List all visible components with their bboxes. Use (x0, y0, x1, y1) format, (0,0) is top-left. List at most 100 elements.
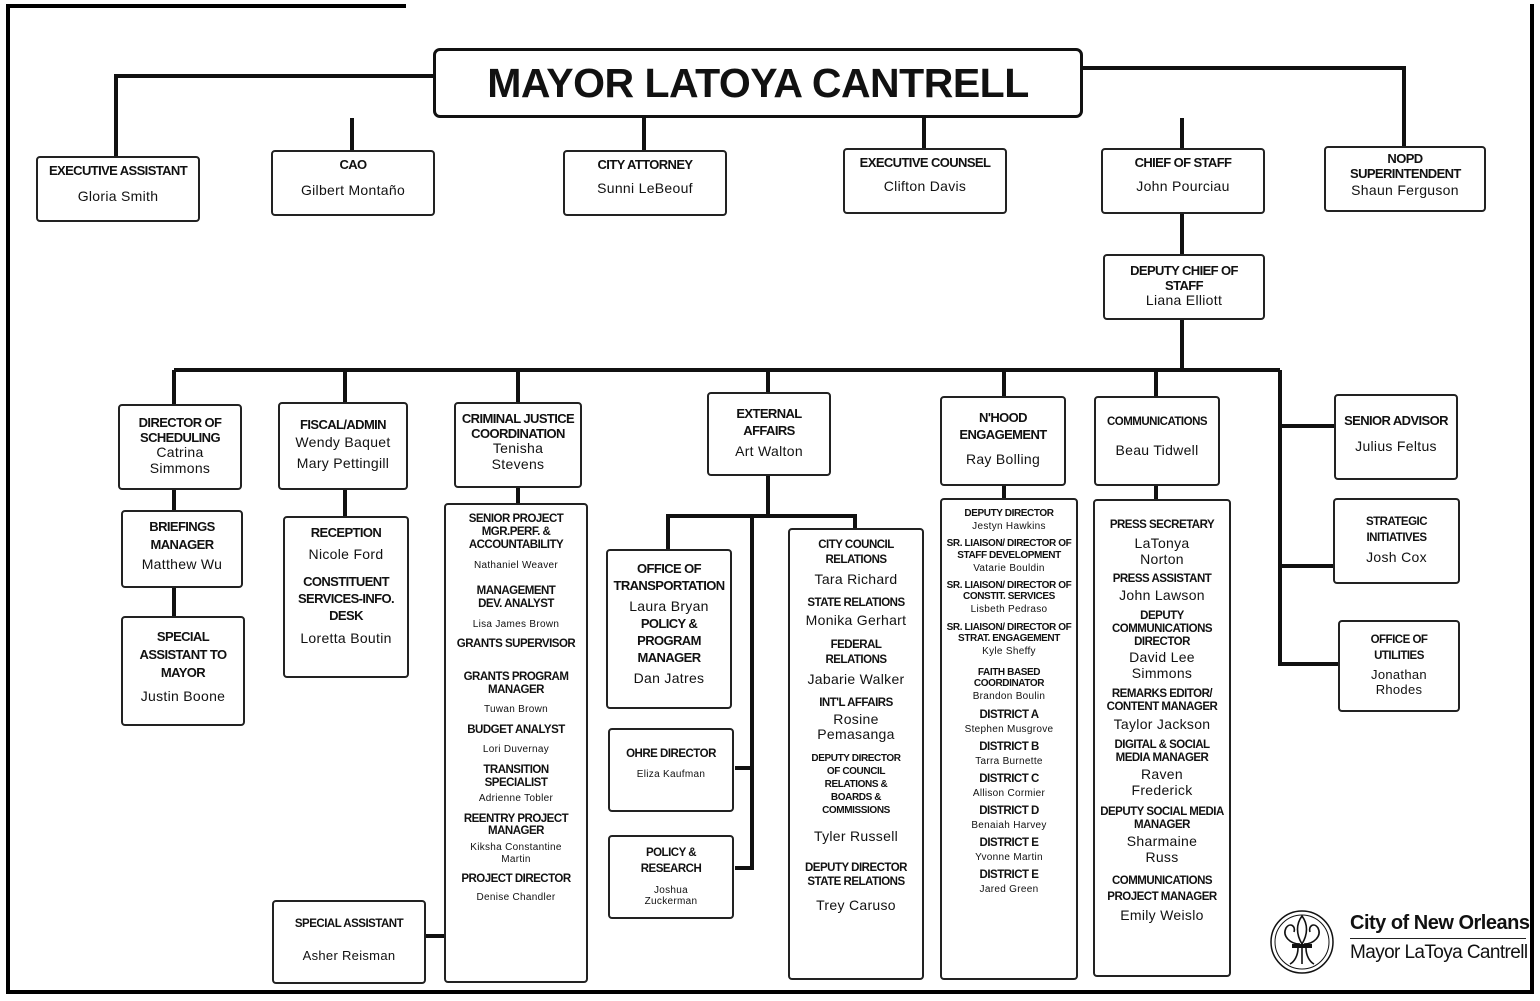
staff-name: Monika Gerhart (805, 612, 907, 629)
staff-title: MANAGEMENT DEV. ANALYST (476, 584, 556, 610)
logo-line1: City of New Orleans (1350, 912, 1530, 934)
box-title: OFFICE OF UTILITIES (1370, 634, 1428, 663)
box-title: CITY ATTORNEY (597, 157, 693, 172)
box-name: Gilbert Montaño (300, 181, 406, 198)
cao-box: CAO Gilbert Montaño (271, 150, 435, 216)
staff-name: Sharmaine Russ (1126, 833, 1198, 865)
staff-name: LaTonya Norton (1134, 534, 1190, 567)
box-title: EXECUTIVE COUNSEL (859, 155, 991, 170)
staff-name: David Lee Simmons (1129, 649, 1195, 682)
staff-title: DISTRICT A (979, 708, 1039, 721)
staff-title: DISTRICT E (979, 836, 1039, 849)
box-title: SENIOR ADVISOR (1344, 413, 1448, 428)
staff-name: Vatarie Bouldin (973, 562, 1045, 574)
box-title: DIRECTOR OF SCHEDULING (138, 415, 222, 445)
executive-assistant-box: EXECUTIVE ASSISTANT Gloria Smith (36, 156, 200, 222)
staff-name: Rosine Pemasanga (817, 710, 895, 743)
staff-title: DISTRICT B (979, 740, 1039, 753)
staff-name: Lisa James Brown (472, 618, 560, 630)
box-name: Shaun Ferguson (1351, 182, 1459, 199)
external-affairs-box: EXTERNAL AFFAIRS Art Walton (707, 392, 831, 476)
box-name: Clifton Davis (883, 177, 967, 194)
staff-title: SR. LIAISON/ DIRECTOR OF STAFF DEVELOPME… (946, 538, 1072, 561)
staff-name: Jabarie Walker (807, 670, 905, 687)
staff-name: Tuwan Brown (483, 704, 549, 716)
nopd-superintendent-box: NOPD SUPERINTENDENT Shaun Ferguson (1324, 146, 1486, 212)
staff-name: Nathaniel Weaver (473, 559, 559, 571)
staff-name: Kiksha Constantine Martin (470, 842, 562, 865)
box-name: Gloria Smith (77, 187, 159, 204)
city-logo: City of New Orleans Mayor LaToya Cantrel… (1268, 904, 1530, 980)
staff-title: FAITH BASED COORDINATOR (973, 667, 1045, 690)
staff-name: Kyle Sheffy (982, 645, 1036, 657)
staff-name: Emily Weislo (1120, 906, 1204, 923)
staff-name: Raven Frederick (1131, 765, 1193, 798)
communications-box: COMMUNICATIONS Beau Tidwell (1094, 396, 1220, 486)
box-name: Matthew Wu (141, 556, 223, 573)
box-name: Asher Reisman (302, 948, 396, 964)
staff-title: DISTRICT D (979, 804, 1039, 817)
staff-name: Lisbeth Pedraso (970, 604, 1048, 616)
staff-name: Jestyn Hawkins (972, 521, 1046, 533)
box-title: CRIMINAL JUSTICE COORDINATION (461, 411, 575, 441)
staff-title: DEPUTY DIRECTOR OF COUNCIL RELATIONS & B… (811, 752, 901, 816)
policy-research-box: POLICY & RESEARCH Joshua Zuckerman (608, 835, 734, 919)
staff-title: DISTRICT C (979, 772, 1039, 785)
box-title: CONSTITUENT SERVICES-INFO. DESK (297, 574, 395, 623)
box-name: Laura Bryan (629, 597, 709, 614)
nhood-staff-box: DEPUTY DIRECTOR Jestyn Hawkins SR. LIAIS… (940, 498, 1078, 980)
box-name: Wendy Baquet (295, 433, 391, 450)
logo-divider (1350, 938, 1526, 939)
box-name: Loretta Boutin (300, 629, 392, 646)
office-of-transportation-box: OFFICE OF TRANSPORTATION Laura Bryan POL… (606, 549, 732, 709)
box-title: SPECIAL ASSISTANT TO MAYOR (139, 629, 228, 681)
box-name: Liana Elliott (1145, 292, 1223, 309)
chief-of-staff-box: CHIEF OF STAFF John Pourciau (1101, 148, 1265, 214)
staff-name: Tarra Burnette (975, 755, 1043, 767)
senior-advisor-box: SENIOR ADVISOR Julius Feltus (1334, 394, 1458, 480)
mayor-title: MAYOR LATOYA CANTRELL (433, 48, 1083, 118)
staff-title: SENIOR PROJECT MGR.PERF. & ACCOUNTABILIT… (468, 513, 564, 551)
staff-title: COMMUNICATIONS PROJECT MANAGER (1107, 875, 1217, 904)
staff-title: PRESS ASSISTANT (1112, 573, 1212, 586)
staff-title: TRANSITION SPECIALIST (483, 763, 549, 789)
box-title: EXECUTIVE ASSISTANT (48, 163, 188, 178)
reception-box: RECEPTION Nicole Ford CONSTITUENT SERVIC… (283, 516, 409, 678)
box-title: EXTERNAL AFFAIRS (736, 406, 802, 438)
box-name: Julius Feltus (1355, 437, 1437, 454)
staff-name: Taylor Jackson (1113, 716, 1211, 733)
staff-title: DEPUTY DIRECTOR (964, 508, 1054, 519)
box-title: COMMUNICATIONS (1106, 416, 1208, 428)
box-name: Eliza Kaufman (636, 768, 706, 780)
staff-title: INT'L AFFAIRS (819, 696, 893, 709)
box-title: FISCAL/ADMIN (300, 417, 387, 432)
staff-name: John Lawson (1119, 587, 1205, 604)
box-title: STRATEGIC INITIATIVES (1365, 516, 1428, 545)
staff-title: SR. LIAISON/ DIRECTOR OF CONSTIT. SERVIC… (946, 579, 1072, 603)
staff-title: DEPUTY DIRECTOR STATE RELATIONS (805, 861, 907, 889)
staff-title: PROJECT DIRECTOR (461, 872, 571, 885)
deputy-chief-of-staff-box: DEPUTY CHIEF OF STAFF Liana Elliott (1103, 254, 1265, 320)
staff-name: Denise Chandler (476, 891, 556, 903)
special-assistant-box: SPECIAL ASSISTANT Asher Reisman (272, 900, 426, 984)
box-name: Ray Bolling (965, 450, 1041, 467)
executive-counsel-box: EXECUTIVE COUNSEL Clifton Davis (843, 148, 1007, 214)
staff-name: Lori Duvernay (482, 744, 550, 756)
box-title: POLICY & PROGRAM MANAGER (637, 616, 701, 666)
ohre-director-box: OHRE DIRECTOR Eliza Kaufman (608, 728, 734, 812)
staff-name: Adrienne Tobler (478, 793, 554, 805)
box-title: POLICY & RESEARCH (640, 847, 702, 876)
box-title: RECEPTION (310, 525, 382, 540)
staff-name: Benaiah Harvey (971, 819, 1047, 831)
city-attorney-box: CITY ATTORNEY Sunni LeBeouf (563, 150, 727, 216)
box-name: Mary Pettingill (296, 455, 390, 472)
staff-title: STATE RELATIONS (807, 596, 905, 609)
box-name: Josh Cox (1366, 549, 1427, 566)
fiscal-admin-box: FISCAL/ADMIN Wendy Baquet Mary Pettingil… (278, 402, 408, 490)
box-title: CAO (339, 157, 367, 172)
box-title: SPECIAL ASSISTANT (294, 918, 404, 931)
staff-name: Yvonne Martin (975, 851, 1043, 863)
box-name: Joshua Zuckerman (644, 885, 698, 908)
box-name: Beau Tidwell (1115, 441, 1199, 458)
communications-staff-box: PRESS SECRETARY LaTonya Norton PRESS ASS… (1093, 499, 1231, 977)
